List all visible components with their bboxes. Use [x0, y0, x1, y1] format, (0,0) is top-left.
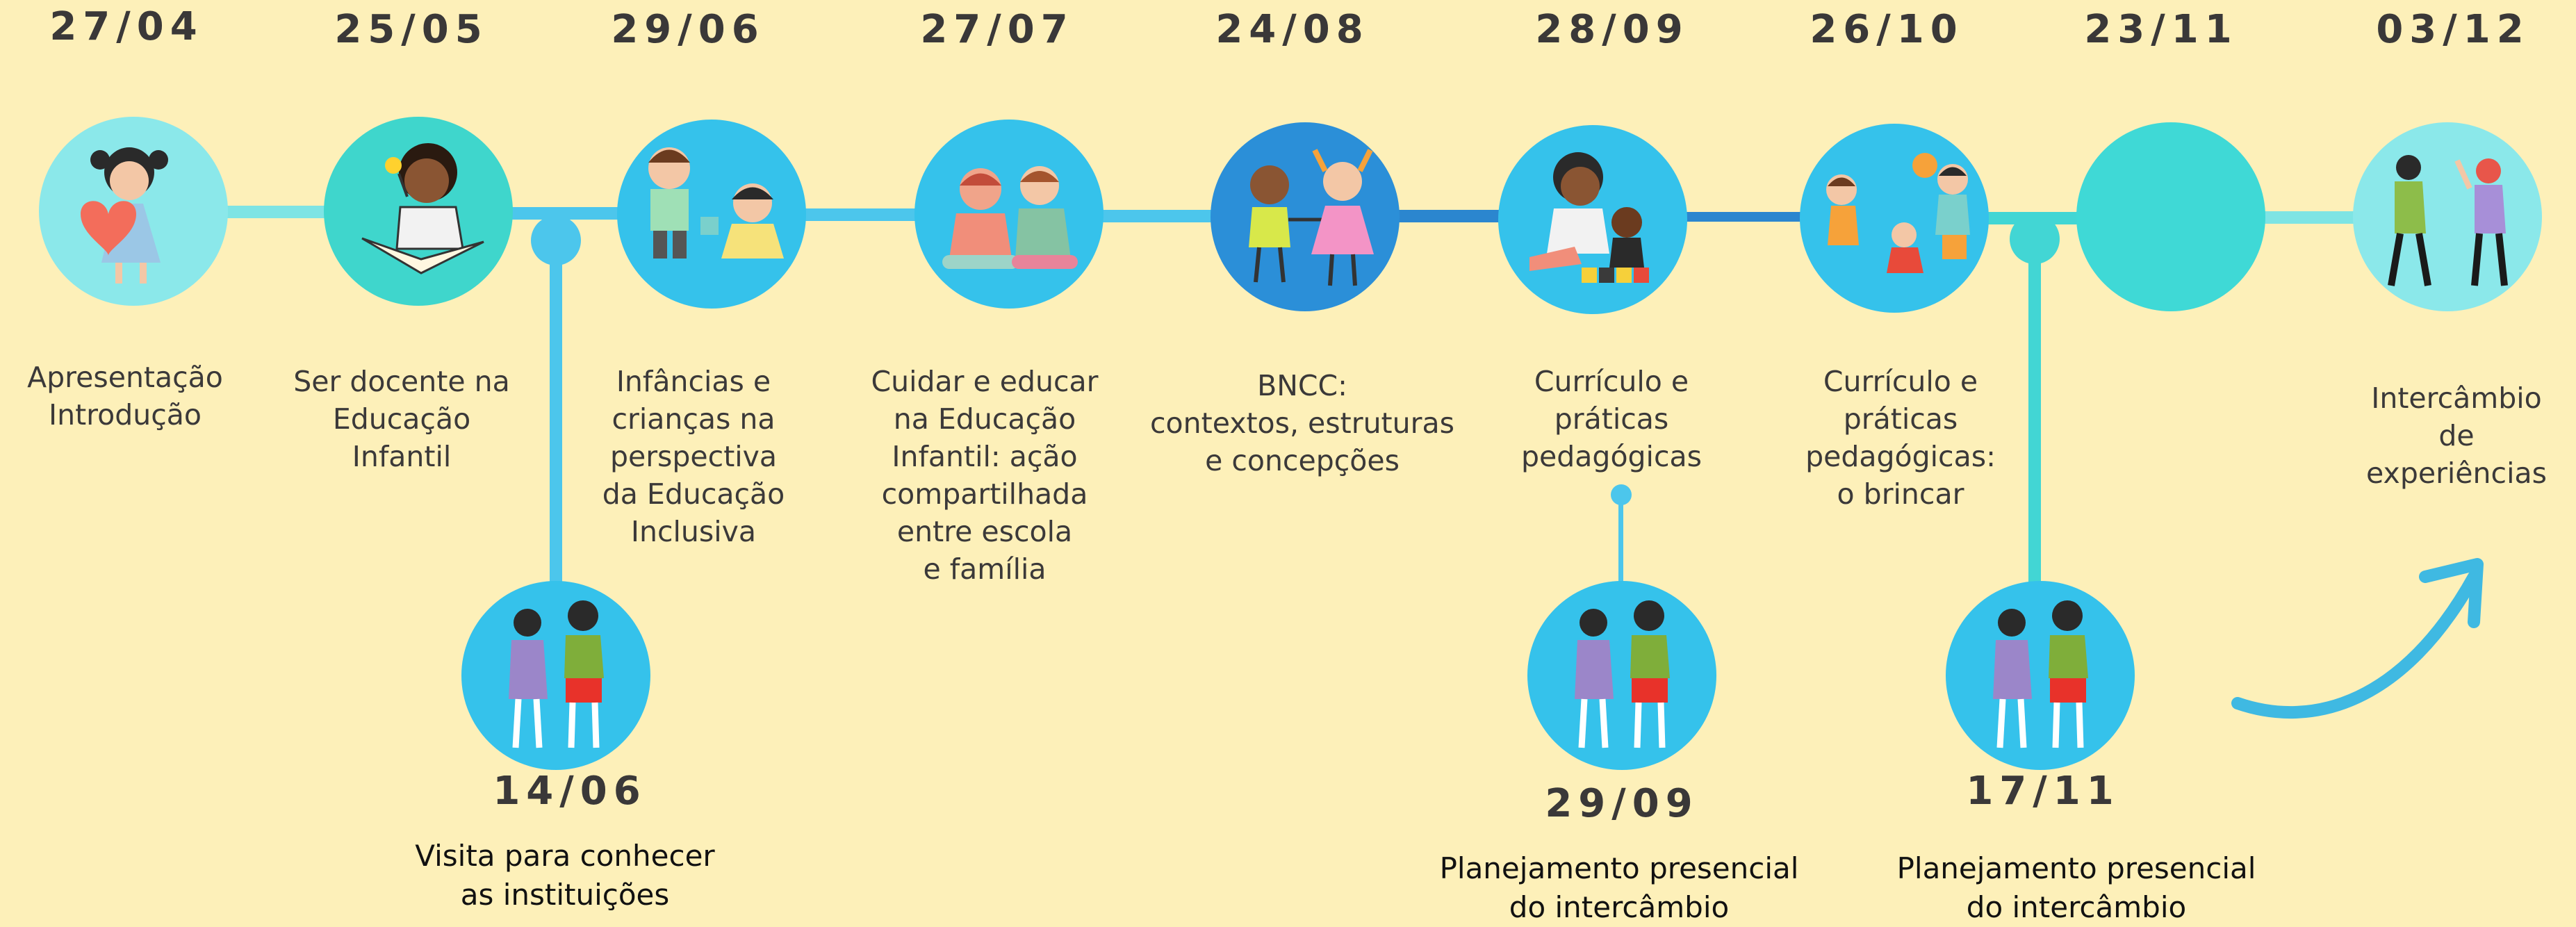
milestone-circle: [2076, 122, 2265, 311]
milestone-date: 26/10: [1810, 7, 1964, 52]
two-women-talking-icon: [1575, 600, 1670, 748]
branch-dot: [531, 215, 581, 265]
milestone-date: 27/07: [920, 7, 1074, 52]
milestone-date: 03/12: [2376, 7, 2530, 52]
milestone-date: 29/06: [611, 7, 765, 52]
two-women-talking-icon: [509, 600, 604, 748]
branch-label: Planejamento presencial do intercâmbio: [1896, 851, 2256, 924]
branch-connector: [2028, 236, 2041, 598]
milestone-circle: [324, 117, 513, 306]
branch-circle: [1946, 581, 2135, 770]
milestone-circle: [914, 120, 1104, 309]
children-playing-icon: [648, 147, 784, 259]
milestone-date: 25/05: [334, 7, 489, 52]
milestone-label: BNCC: contextos, estruturas e concepções: [1150, 369, 1454, 477]
branch-date: 29/09: [1545, 781, 1699, 826]
branch-date: 14/06: [493, 769, 647, 814]
timeline-segment: [1390, 210, 1529, 222]
milestone-circle: [1800, 124, 1989, 313]
milestone-date: 27/04: [49, 4, 204, 49]
child-reading-icon: [361, 143, 484, 274]
branch-connector: [1618, 493, 1623, 598]
milestone-label: Cuidar e educar na Educação Infantil: aç…: [871, 365, 1099, 586]
milestone-label: Apresentação Introdução: [27, 361, 223, 432]
milestone-date: 28/09: [1535, 7, 1689, 52]
timeline-segment: [1661, 212, 1841, 222]
milestone-date: 23/11: [2084, 7, 2238, 52]
children-comfort-icon: [942, 166, 1078, 269]
people-waving-icon: [2388, 155, 2508, 286]
branch-circle: [1527, 581, 1716, 770]
branch-date: 17/11: [1966, 769, 2120, 814]
milestone-label: Infâncias e crianças na perspectiva da E…: [602, 365, 785, 548]
curved-arrow-icon: [2231, 558, 2484, 719]
kids-holding-hands-icon: [1249, 149, 1374, 286]
milestone-label: Intercâmbio de experiências: [2366, 382, 2547, 490]
branch-label: Planejamento presencial do intercâmbio: [1439, 851, 1799, 924]
milestone-label: Currículo e práticas pedagógicas: o brin…: [1805, 365, 1996, 511]
milestone-label: Currículo e práticas pedagógicas: [1521, 365, 1702, 473]
children-ball-icon: [1826, 153, 1970, 273]
two-women-talking-icon: [1993, 600, 2088, 748]
children-blocks-icon: [1529, 152, 1649, 283]
milestone-date: 24/08: [1215, 7, 1370, 52]
milestone-circle: [2353, 122, 2542, 311]
branch-label: Visita para conhecer as instituições: [415, 839, 715, 912]
branch-dot: [1611, 484, 1632, 505]
milestone-circle: [1498, 125, 1687, 314]
milestone-circle: [39, 117, 228, 306]
branch-dot: [2010, 214, 2060, 264]
branch-circle: [461, 581, 650, 770]
timeline-segment: [2245, 211, 2370, 224]
milestone-label: Ser docente na Educação Infantil: [293, 365, 510, 473]
milestone-circle: [617, 120, 806, 309]
girl-heart-icon: [81, 147, 168, 284]
branch-connector: [550, 236, 562, 598]
milestone-circle: [1211, 122, 1400, 311]
